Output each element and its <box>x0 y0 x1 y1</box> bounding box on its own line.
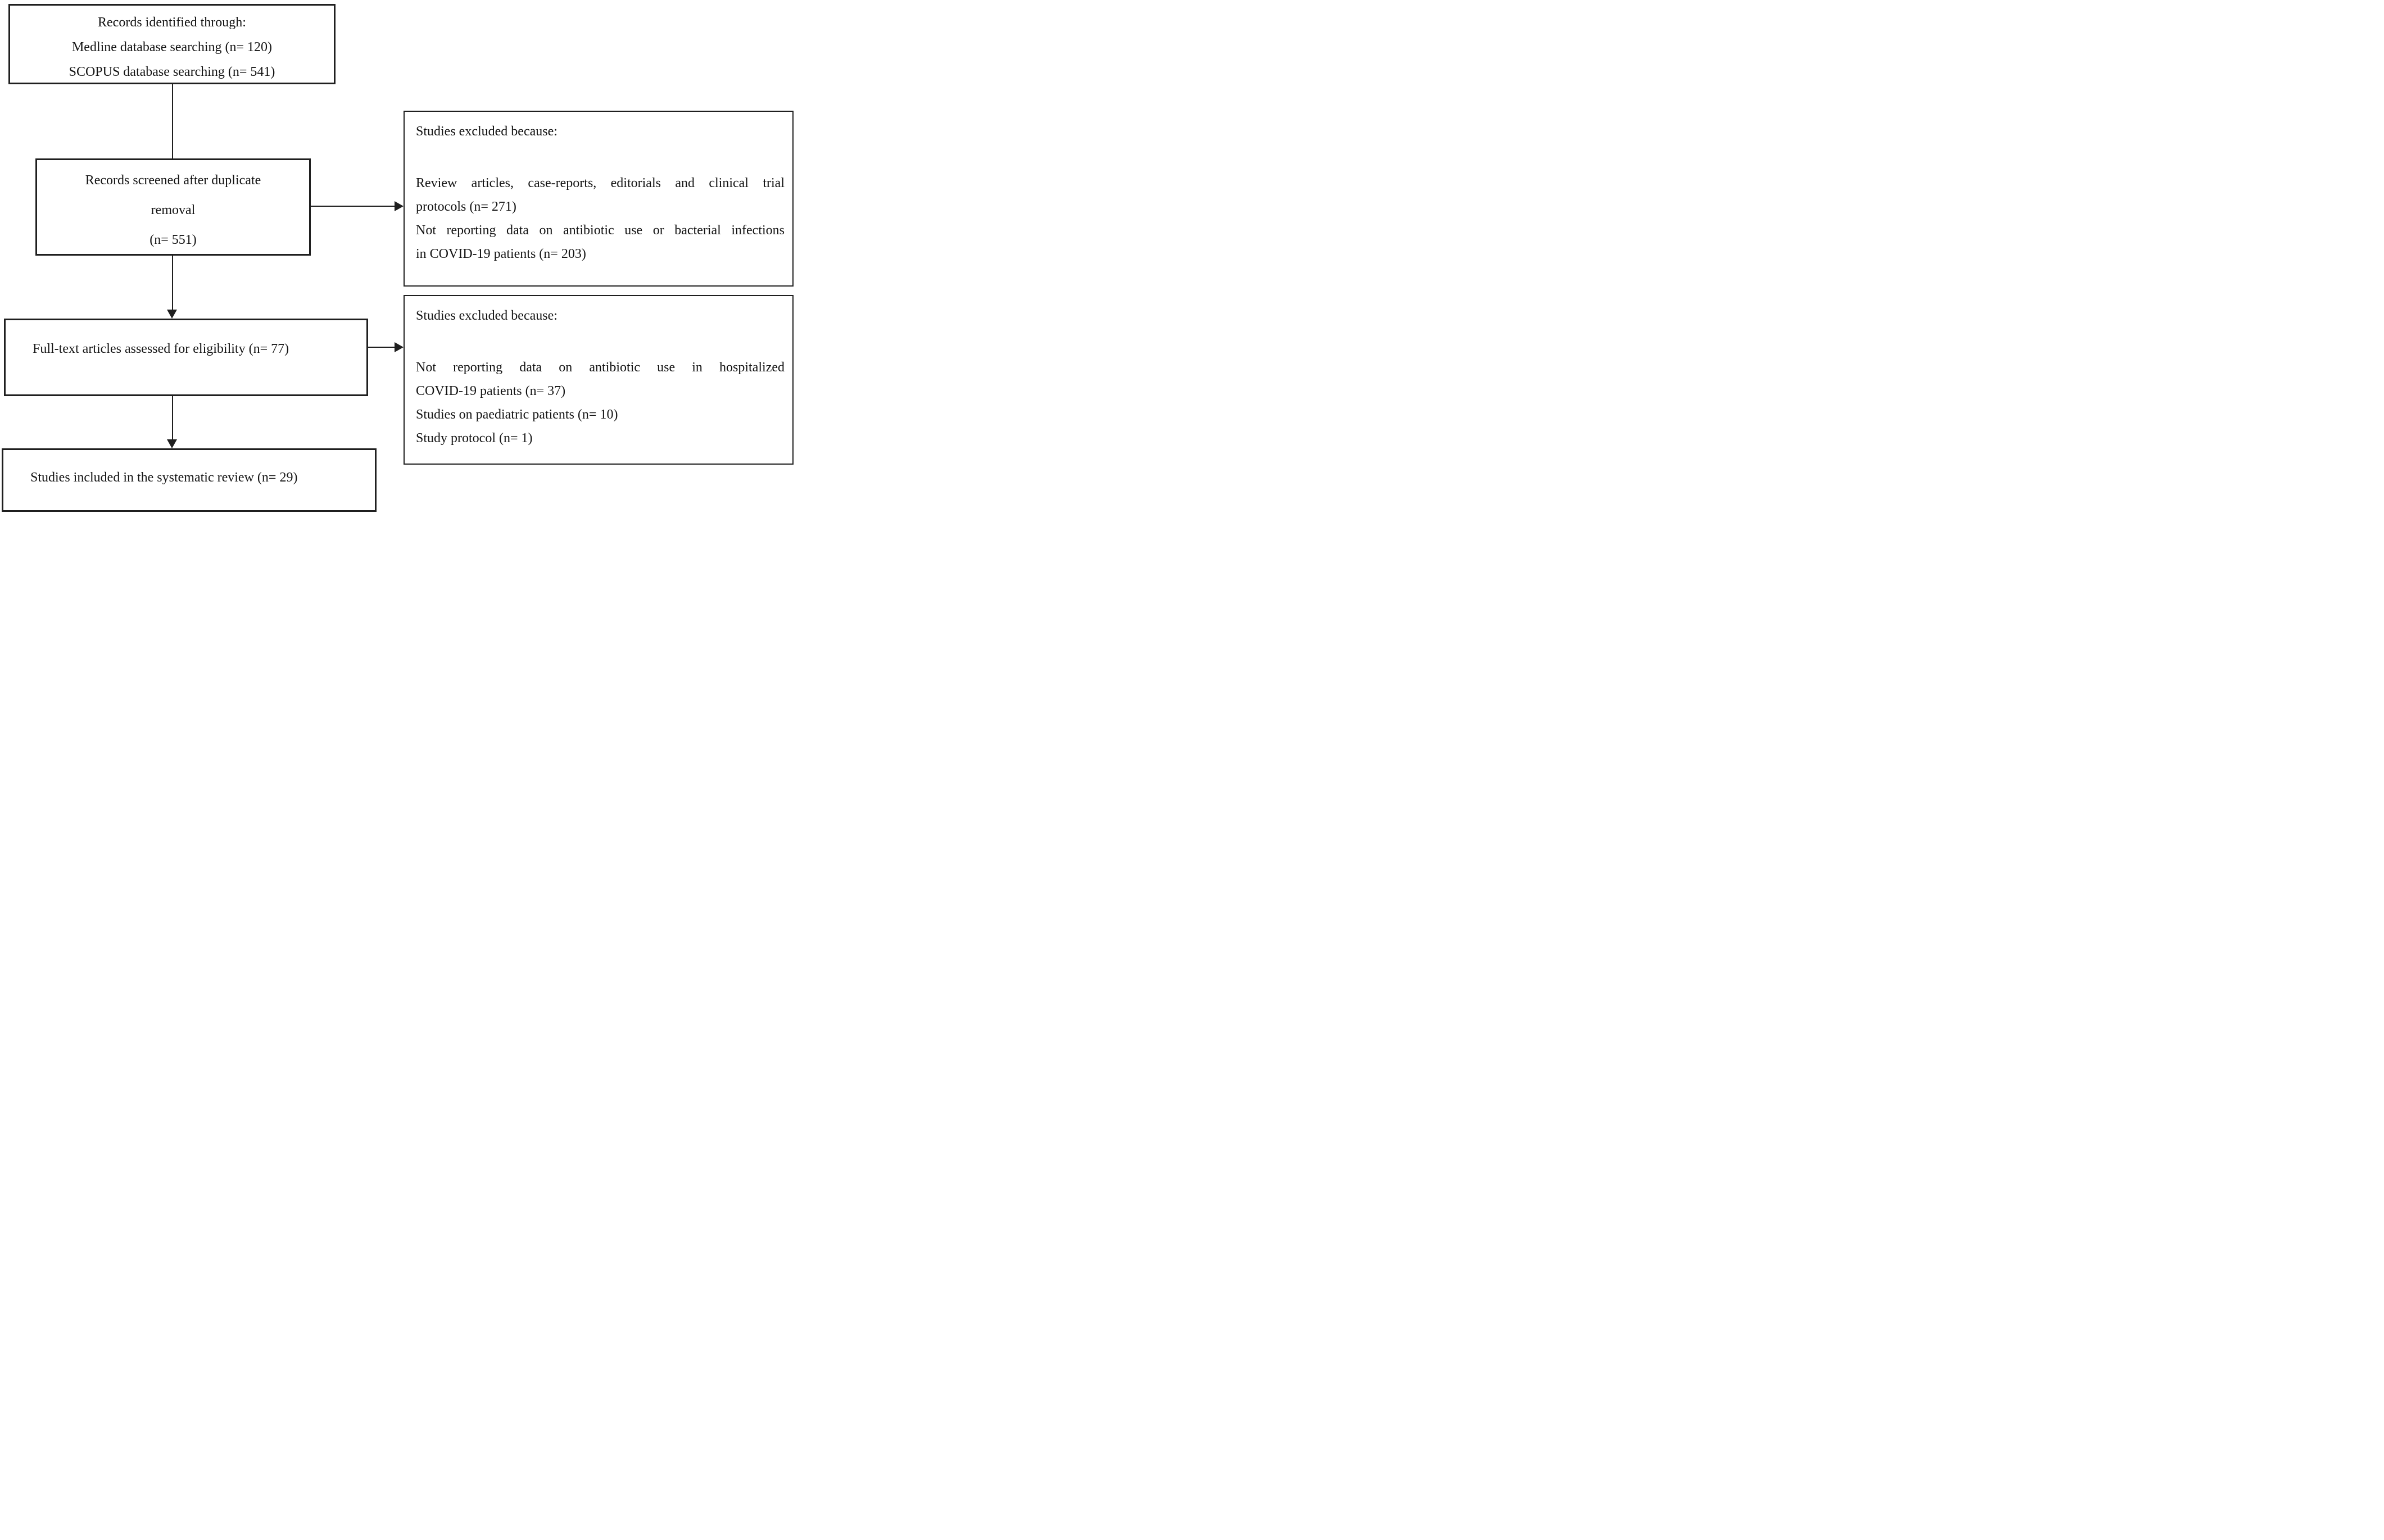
excluded-screening-item-line: protocols (n= 271) <box>416 199 516 214</box>
box-excluded-screening: Studies excluded because: Review article… <box>404 111 794 287</box>
records-identified-line: Medline database searching (n= 120) <box>71 40 273 54</box>
excluded-eligibility-item-line: Not reporting data on antibiotic use in … <box>416 360 785 375</box>
excluded-screening-item-line: Not reporting data on antibiotic use or … <box>416 223 785 238</box>
arrowhead-right-icon <box>395 201 404 211</box>
excluded-screening-item-line: in COVID-19 patients (n= 203) <box>416 247 586 261</box>
connector-fulltext-to-excluded <box>368 347 395 348</box>
records-identified-line: SCOPUS database searching (n= 541) <box>69 65 275 79</box>
connector-screened-to-fulltext <box>172 256 173 310</box>
connector-fulltext-to-included <box>172 396 173 439</box>
records-identified-line: Records identified through: <box>98 15 246 30</box>
prisma-flow-diagram: Records identified through: Medline data… <box>0 0 795 514</box>
box-records-identified: Records identified through: Medline data… <box>8 4 336 84</box>
excluded-eligibility-item-line: Study protocol (n= 1) <box>416 431 533 446</box>
connector-identified-to-screened <box>172 84 173 158</box>
box-fulltext-assessed: Full-text articles assessed for eligibil… <box>4 319 368 396</box>
studies-included-text: Studies included in the systematic revie… <box>30 470 298 485</box>
excluded-screening-item-line: Review articles, case-reports, editorial… <box>416 176 785 190</box>
records-screened-line: (n= 551) <box>149 233 197 247</box>
records-screened-line: Records screened after duplicate <box>85 173 261 188</box>
excluded-eligibility-item-line: COVID-19 patients (n= 37) <box>416 384 566 398</box>
arrowhead-right-icon <box>395 342 404 352</box>
excluded-eligibility-item-line: Studies on paediatric patients (n= 10) <box>416 407 618 422</box>
arrowhead-down-icon <box>167 439 177 448</box>
excluded-eligibility-heading: Studies excluded because: <box>416 308 558 323</box>
box-records-screened: Records screened after duplicate removal… <box>35 158 311 256</box>
arrowhead-down-icon <box>167 310 177 319</box>
records-screened-line: removal <box>151 203 196 217</box>
box-excluded-eligibility: Studies excluded because: Not reporting … <box>404 295 794 465</box>
box-studies-included: Studies included in the systematic revie… <box>2 448 377 512</box>
connector-screened-to-excluded <box>311 206 395 207</box>
excluded-screening-heading: Studies excluded because: <box>416 124 558 139</box>
fulltext-assessed-text: Full-text articles assessed for eligibil… <box>33 342 289 356</box>
